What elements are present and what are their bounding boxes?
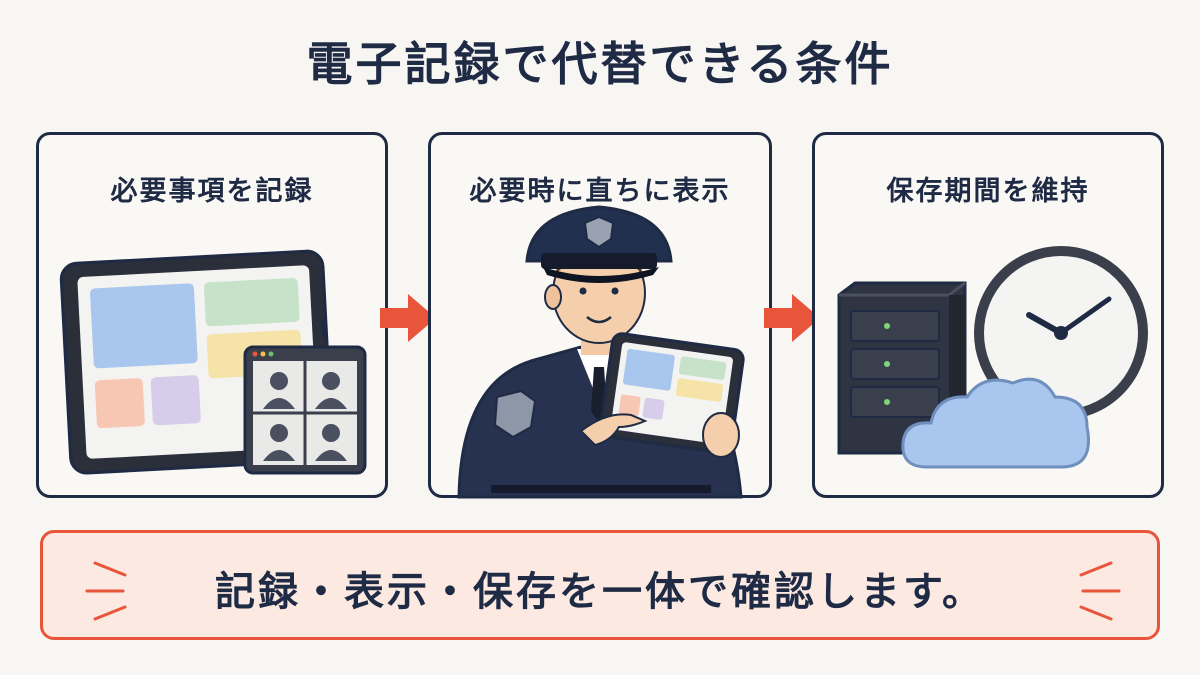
step-label-display: 必要時に直ちに表示	[469, 176, 731, 207]
step-panel-display: 必要時に直ちに表示	[428, 132, 772, 499]
step-label-retention: 保存期間を維持	[886, 176, 1090, 207]
police-officer-tablet-icon	[457, 205, 745, 499]
arrow-right-icon	[380, 294, 436, 342]
summary-text: 記録・表示・保存を一体で確認します。	[215, 569, 985, 615]
emphasis-lines-right-icon	[1079, 561, 1121, 621]
tablet-video-call-icon	[59, 249, 367, 475]
server-clock-cloud-icon	[837, 246, 1148, 469]
step-panel-record: 必要事項を記録	[36, 132, 388, 498]
step-panel-retention: 保存期間を維持	[812, 132, 1164, 498]
page-title: 電子記録で代替できる条件	[306, 37, 894, 91]
arrow-right-icon	[764, 294, 820, 342]
emphasis-lines-left-icon	[85, 561, 127, 621]
step-label-record: 必要事項を記録	[110, 176, 314, 207]
summary-banner: 記録・表示・保存を一体で確認します。	[40, 530, 1160, 640]
